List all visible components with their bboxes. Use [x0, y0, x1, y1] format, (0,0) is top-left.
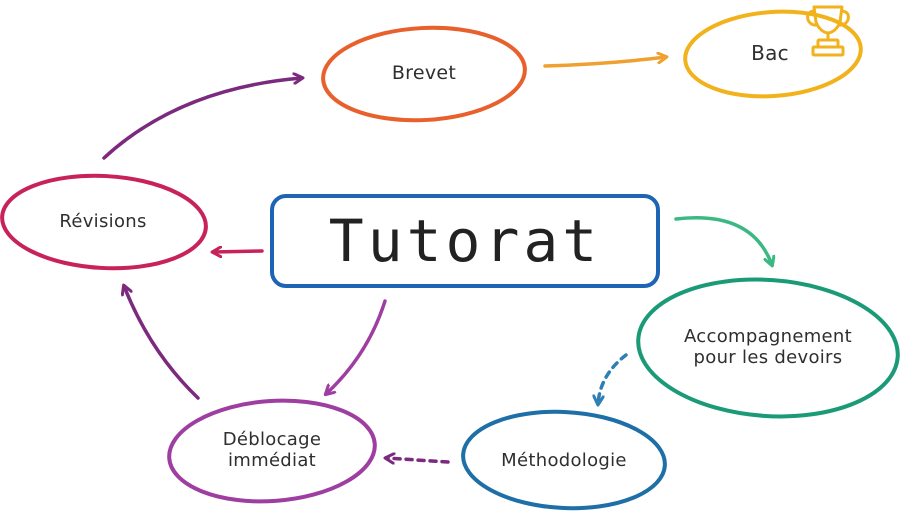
arrow-tutorat-to-accompagnement [674, 216, 772, 265]
accompagnement-ellipse [636, 277, 900, 419]
revisions-label: Révisions [59, 210, 147, 232]
arrow-deblocage-to-revisions [124, 286, 200, 400]
deblocage-label: Déblocage immédiat [186, 422, 358, 480]
arrow-tutorat-to-revisions [213, 251, 264, 252]
accompagnement-line-1: Accompagnement [684, 326, 852, 348]
bac-ellipse [683, 9, 863, 99]
trophy-icon [806, 5, 850, 57]
arrow-methodologie-to-deblocage [386, 458, 450, 462]
arrow-revisions-to-brevet [102, 78, 302, 160]
accompagnement-label: Accompagnement pour les devoirs [648, 318, 888, 378]
revisions-ellipse [0, 173, 208, 271]
accompagnement-line-2: pour les devoirs [693, 347, 843, 368]
page-title: Tutorat [328, 207, 602, 275]
deblocage-line-1: Déblocage [222, 429, 322, 451]
arrow-tutorat-to-deblocage [326, 299, 387, 394]
tutorat-box [270, 194, 660, 288]
deblocage-line-2: immédiat [227, 450, 317, 471]
bac-label: Bac [751, 40, 789, 65]
brevet-ellipse [321, 25, 527, 123]
brevet-label: Brevet [391, 62, 457, 85]
arrow-brevet-to-bac [543, 57, 666, 68]
arrow-accompagnement-to-methodologie [598, 353, 628, 404]
methodologie-label: Méthodologie [501, 449, 627, 471]
methodologie-ellipse [461, 409, 667, 511]
deblocage-ellipse [167, 398, 377, 504]
